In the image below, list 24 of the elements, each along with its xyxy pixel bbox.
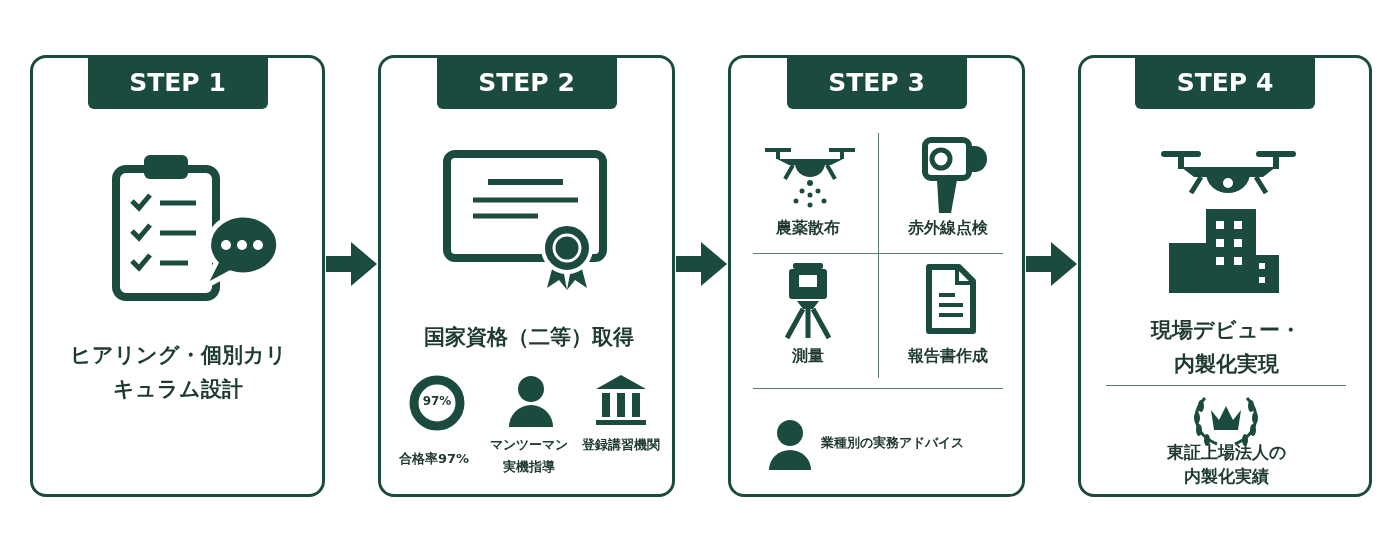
step-tab: STEP 2 — [436, 55, 617, 109]
item-caption: 登録講習機関 — [580, 436, 661, 454]
step-tab: STEP 3 — [786, 55, 967, 109]
service-caption: 測量 — [791, 346, 825, 367]
service-caption: 報告書作成 — [907, 346, 989, 367]
step-title: ヒアリング・個別カリキュラム設計 — [68, 342, 288, 403]
step-card — [728, 55, 1025, 497]
percent-value: 97% — [421, 394, 453, 408]
service-caption: 農薬散布 — [775, 218, 841, 239]
achievement-text: 東証上場法人の内製化実績 — [1165, 441, 1287, 488]
step-tab: STEP 4 — [1135, 55, 1315, 109]
item-caption: 合格率97% — [397, 450, 471, 468]
arrow — [326, 242, 377, 286]
service-caption: 赤外線点検 — [907, 218, 989, 239]
item-caption: マンツーマン実機指導 — [488, 436, 569, 476]
step-card — [378, 55, 675, 497]
step-title: 現場デビュー・内製化実現 — [1149, 317, 1302, 378]
advice-text: 業種別の実務アドバイス — [821, 434, 965, 452]
step-card — [30, 55, 325, 497]
step-card — [1078, 55, 1372, 497]
step-tab: STEP 1 — [87, 55, 268, 109]
step-title: 国家資格（二等）取得 — [422, 324, 635, 351]
arrow — [1026, 242, 1077, 286]
arrow — [676, 242, 727, 286]
